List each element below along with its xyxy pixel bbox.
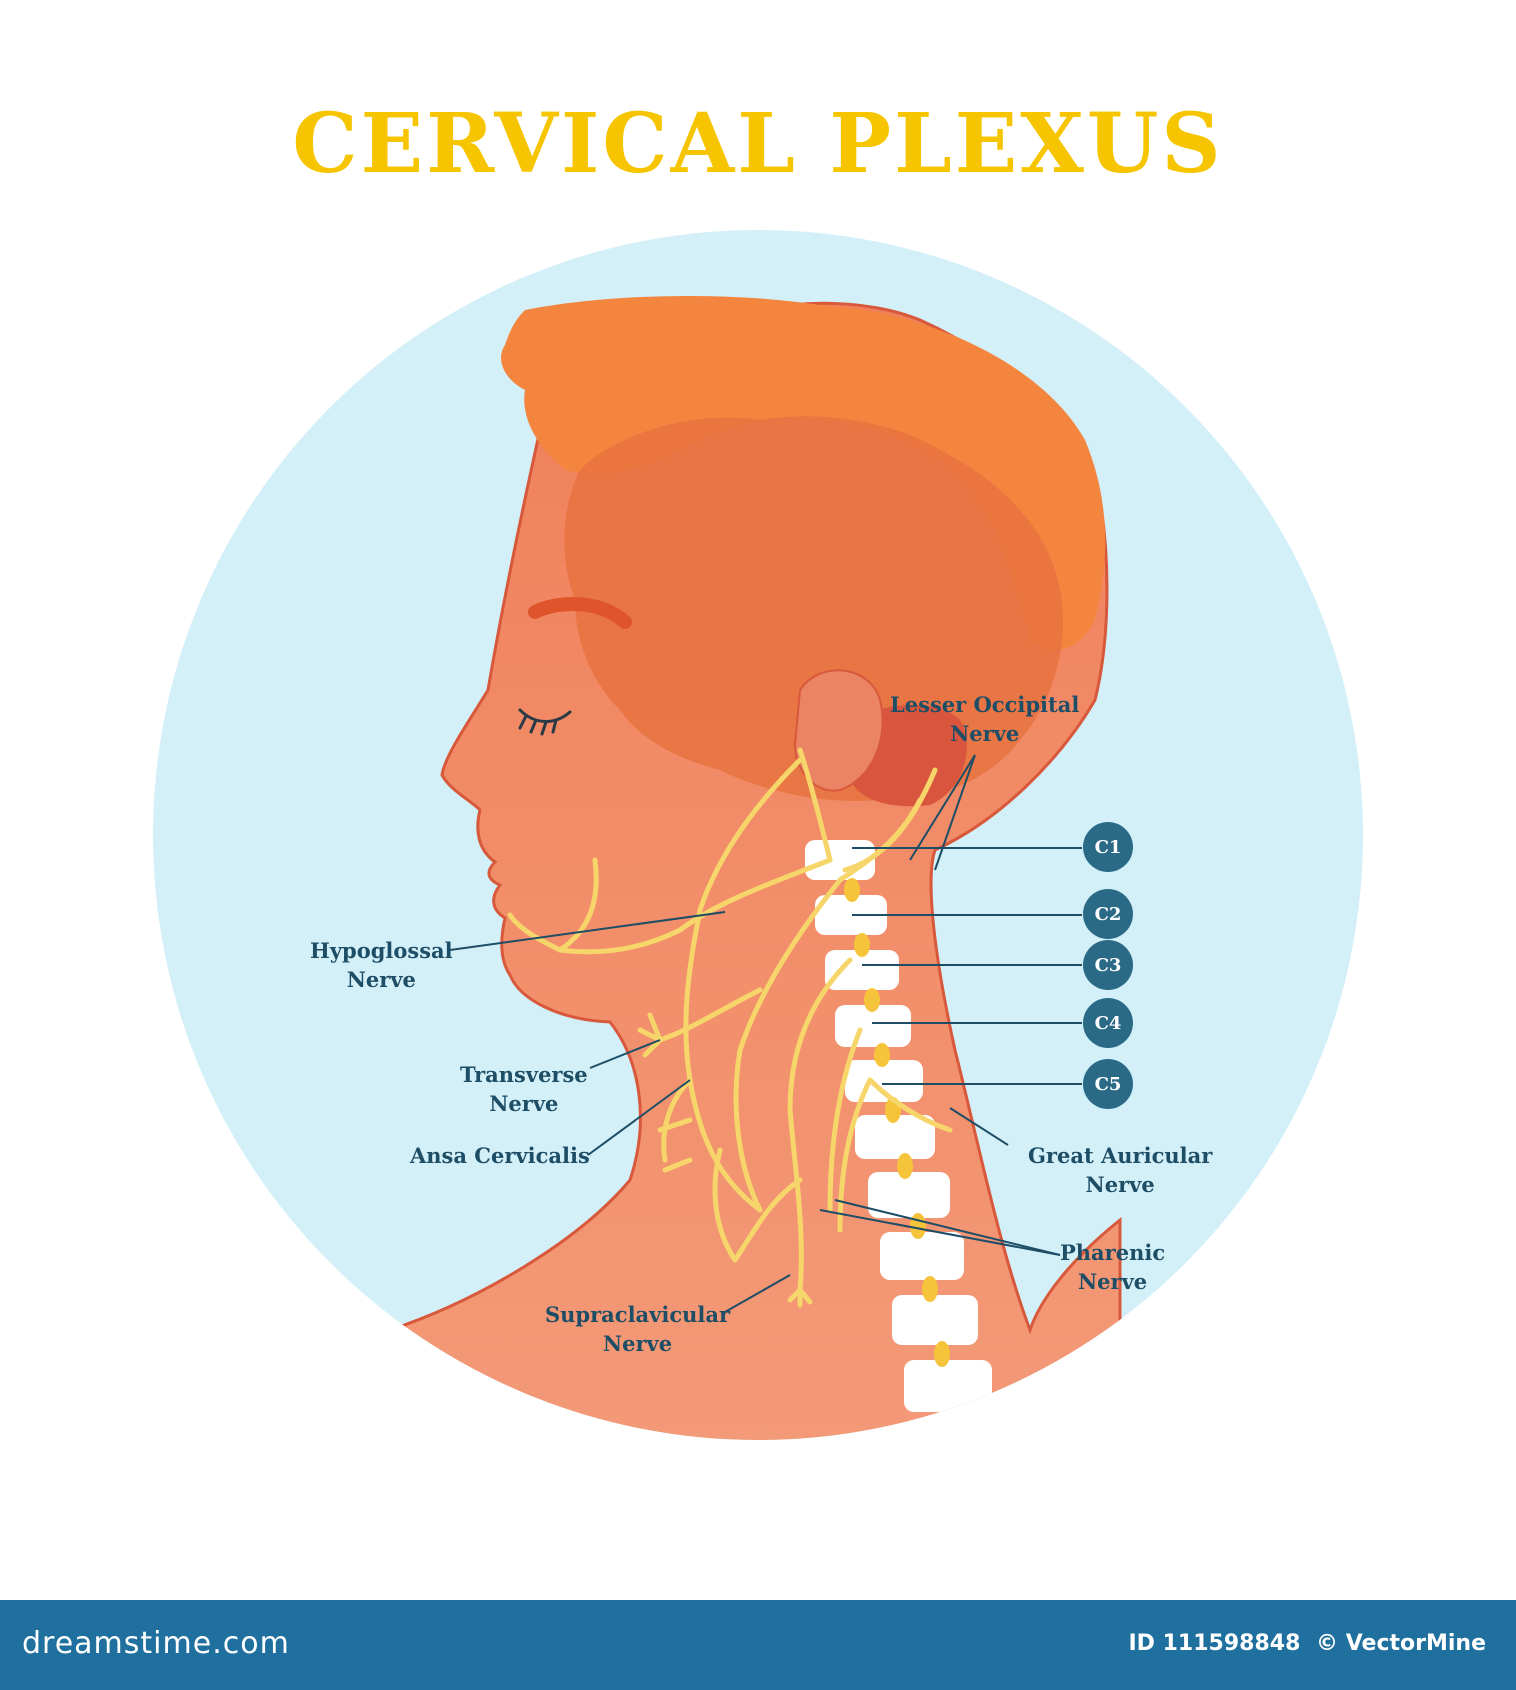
badge-c2: C2 [1083, 889, 1133, 939]
eyebrow [528, 597, 632, 629]
author-credit[interactable]: © VectorMine [1316, 1631, 1486, 1656]
label-hypoglossal-nerve: Hypoglossal Nerve [310, 938, 453, 992]
eye [518, 708, 572, 736]
badge-c1: C1 [1083, 822, 1133, 872]
badge-c3: C3 [1083, 940, 1133, 990]
badge-c5: C5 [1083, 1059, 1133, 1109]
hair [501, 295, 1106, 651]
diagram-title: CERVICAL PLEXUS [292, 96, 1224, 192]
label-great-auricular-nerve: Great Auricular Nerve [1028, 1143, 1213, 1197]
badge-c4: C4 [1083, 998, 1133, 1048]
label-ansa-cervicalis: Ansa Cervicalis [410, 1143, 590, 1168]
label-transverse-nerve: Transverse Nerve [460, 1062, 588, 1116]
footer-credit: ID 111598848 © VectorMine [1121, 1631, 1487, 1656]
label-lesser-occipital-nerve: Lesser Occipital Nerve [890, 692, 1080, 746]
image-id: ID 111598848 [1128, 1631, 1301, 1656]
leader-lines [449, 754, 1082, 1313]
footer-bar: dreamstime.com ID 111598848 © VectorMine [0, 1600, 1516, 1690]
label-phrenic-nerve: Pharenic Nerve [1060, 1240, 1166, 1294]
label-supraclavicular-nerve: Supraclavicular Nerve [545, 1302, 731, 1356]
cervical-plexus-illustration [153, 230, 1363, 1440]
brain [564, 416, 1064, 801]
footer-brand-logo[interactable]: dreamstime.com [22, 1626, 290, 1661]
